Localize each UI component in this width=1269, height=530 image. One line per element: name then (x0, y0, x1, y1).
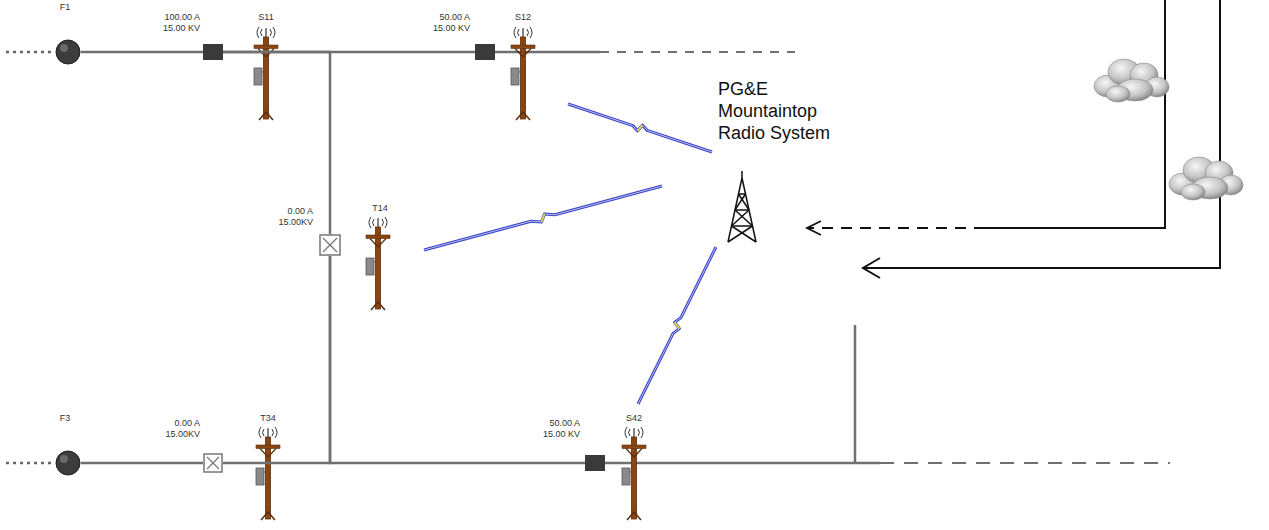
current-voltage-label: 0.00 A 15.00KV (267, 206, 313, 228)
open-switch-symbol (203, 453, 223, 473)
feeder-highlight (60, 455, 68, 463)
feeder-wire-path (223, 52, 330, 234)
pole-icon (254, 27, 278, 120)
pole-icon (256, 427, 280, 520)
network-link (985, 0, 1165, 228)
pole-icon (622, 427, 646, 520)
feeder-symbol (55, 450, 81, 476)
feeder-stub (6, 462, 53, 465)
switch-cross (207, 457, 219, 469)
feeder-wire (81, 463, 203, 464)
open-switch: 0.00 A 15.00KVT14 (319, 216, 429, 302)
feeder-circle: F3 (55, 450, 81, 476)
feeder-stub (6, 51, 53, 54)
switch-name: S11 (258, 12, 273, 23)
line-extension (495, 51, 600, 54)
network-link-dashed (808, 227, 985, 229)
open-switch-symbol (319, 234, 341, 256)
radio-link-core (424, 186, 662, 250)
feeder-wire-path (330, 256, 585, 463)
feeder-wire (330, 256, 585, 463)
radio-link-path (568, 104, 712, 152)
current-voltage-label: 100.00 A 15.00 KV (154, 12, 200, 34)
current-voltage-label: 0.00 A 15.00KV (154, 418, 200, 440)
radio-link (638, 247, 716, 404)
radio-link-glint (675, 322, 680, 328)
switch-outline (320, 235, 340, 255)
line-extension-dashed (880, 462, 1170, 464)
switch-name: T34 (260, 413, 276, 424)
network-link (864, 0, 1220, 268)
closed-switch-symbol (203, 44, 223, 60)
switch-cross (207, 457, 219, 469)
radio-link-core (638, 247, 716, 404)
switch-cross (323, 238, 337, 252)
network-cloud (1169, 157, 1243, 200)
radio-link (424, 186, 662, 250)
arrow-head (863, 258, 880, 278)
feeder-wire (223, 256, 330, 463)
open-switch: 0.00 A 15.00KVT34 (203, 428, 283, 523)
current-voltage-label: 50.00 A 15.00 KV (534, 418, 580, 440)
feeder-circle: F1 (55, 39, 81, 65)
current-voltage-label: 50.00 A 15.00 KV (424, 12, 470, 34)
radio-link (568, 104, 712, 152)
switch-outline (204, 454, 222, 472)
line-extension-dashed (600, 51, 795, 53)
feeder-wire (223, 52, 330, 234)
arrow-head (807, 221, 821, 235)
feeder-name: F3 (60, 413, 71, 424)
feeder-wire-path (81, 51, 203, 54)
radio-link-path (638, 247, 716, 404)
pole-icon (366, 217, 390, 310)
closed-switch: 50.00 A 15.00 KVS42 (585, 400, 655, 525)
radio-link-path (424, 186, 662, 250)
feeder-circle-shape (56, 40, 80, 64)
closed-switch-symbol (585, 455, 605, 471)
radio-tower (728, 171, 756, 242)
closed-switch: 100.00 A 15.00 KVS11 (203, 28, 283, 122)
radio-system-label: PG&E Mountaintop Radio System (718, 78, 840, 144)
lateral-line (854, 325, 857, 463)
radio-link-glint (542, 214, 545, 222)
feeder-wire (81, 52, 203, 53)
switch-name: T14 (372, 203, 388, 214)
feeder-symbol (55, 39, 81, 65)
network-cloud (1094, 59, 1169, 102)
closed-switch-symbol (475, 44, 495, 60)
radio-link-core (568, 104, 712, 152)
radio-link-glint (637, 125, 642, 131)
switch-cross (323, 238, 337, 252)
feeder-highlight (60, 44, 68, 52)
feeder-circle-shape (56, 451, 80, 475)
feeder-wire-path (223, 256, 330, 463)
line-extension (605, 462, 880, 465)
switch-name: S12 (515, 12, 531, 23)
feeder-name: F1 (60, 2, 71, 13)
switch-name: S42 (626, 413, 642, 424)
feeder-wire-path (81, 462, 203, 465)
pole-icon (511, 27, 535, 120)
closed-switch: 50.00 A 15.00 KVS12 (475, 28, 575, 122)
radio-system: PG&E Mountaintop Radio System (655, 72, 845, 247)
